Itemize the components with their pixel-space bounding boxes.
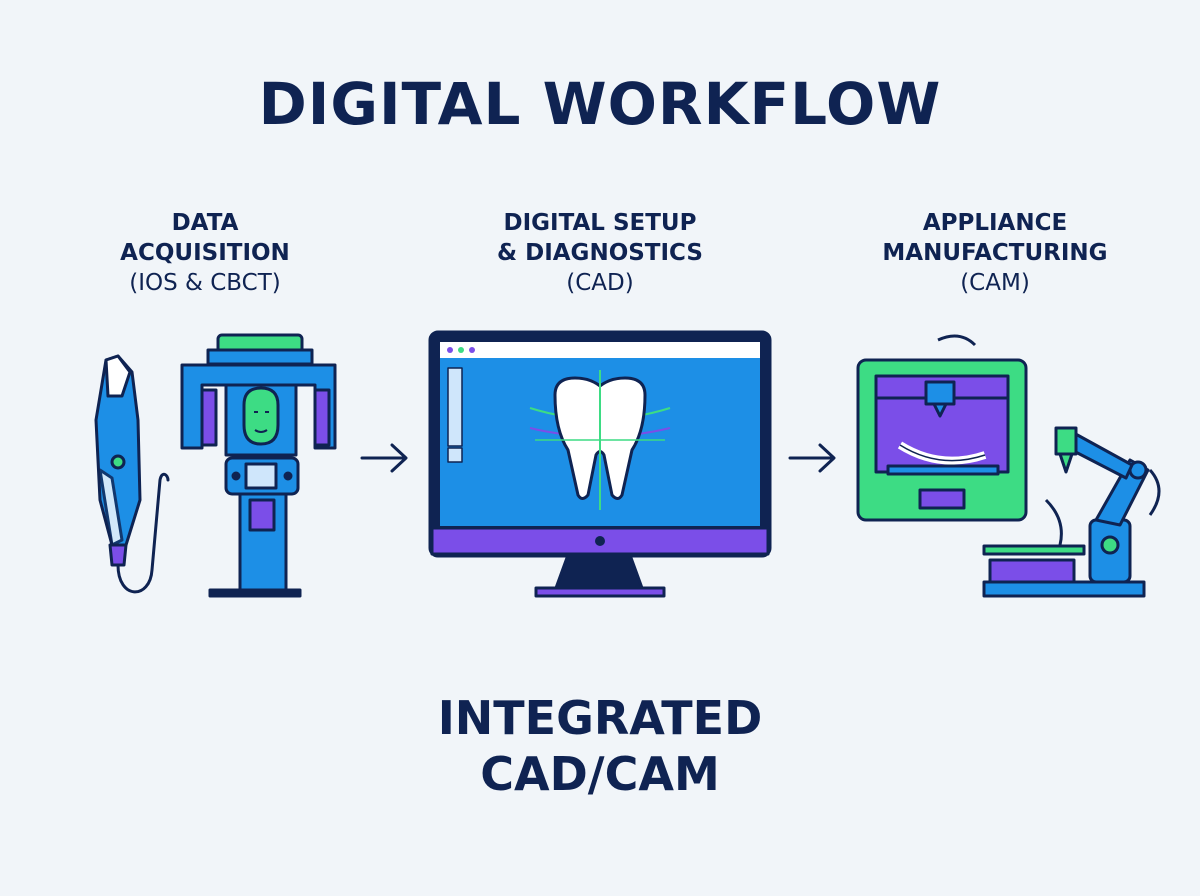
step-label-data-acquisition: DATA ACQUISITION (IOS & CBCT)	[45, 208, 365, 298]
step-1-subtitle: (IOS & CBCT)	[129, 270, 281, 296]
monitor-tooth-icon	[428, 330, 772, 598]
footer-line-2: CAD/CAM	[480, 747, 720, 801]
step-3-line-1: APPLIANCE	[922, 210, 1068, 236]
page-title: DIGITAL WORKFLOW	[258, 70, 942, 138]
step-1-line-2: ACQUISITION	[120, 240, 290, 266]
step-2-line-2: & DIAGNOSTICS	[497, 240, 703, 266]
intraoral-scanner-icon	[94, 354, 170, 594]
footer-line-1: INTEGRATED	[437, 691, 763, 745]
step-2-subtitle: (CAD)	[566, 270, 634, 296]
arrow-right-icon	[788, 443, 836, 473]
cbct-scanner-icon	[180, 333, 337, 598]
step-3-line-2: MANUFACTURING	[882, 240, 1108, 266]
footer-caption: INTEGRATED CAD/CAM	[0, 690, 1200, 802]
step-1-line-1: DATA	[171, 210, 239, 236]
arrow-right-icon	[360, 443, 408, 473]
step-label-appliance-manufacturing: APPLIANCE MANUFACTURING (CAM)	[835, 208, 1155, 298]
step-3-subtitle: (CAM)	[960, 270, 1030, 296]
3d-printer-icon	[856, 334, 1028, 522]
step-2-line-1: DIGITAL SETUP	[503, 210, 697, 236]
step-label-digital-setup: DIGITAL SETUP & DIAGNOSTICS (CAD)	[440, 208, 760, 298]
robot-arm-icon	[982, 426, 1161, 598]
